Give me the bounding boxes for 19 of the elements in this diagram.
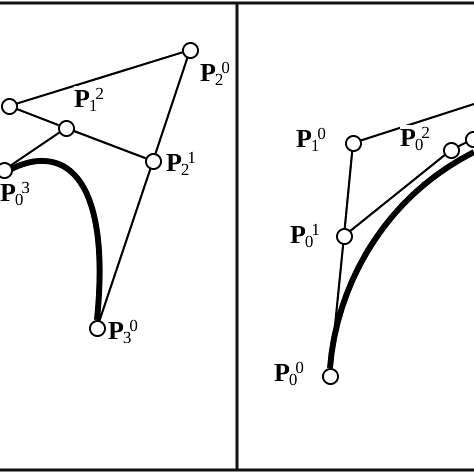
control-point <box>0 162 12 178</box>
control-point <box>442 142 460 158</box>
control-polygon-line <box>98 168 152 321</box>
control-point <box>58 120 74 136</box>
control-point <box>182 42 198 58</box>
control-point <box>144 152 162 170</box>
control-polygon-line <box>73 130 146 160</box>
control-polygon-line <box>360 102 474 142</box>
control-polygon-line <box>16 108 59 126</box>
control-polygon-line <box>16 51 183 105</box>
control-point <box>344 134 362 152</box>
control-point <box>322 368 338 384</box>
control-point <box>0 98 18 114</box>
control-polygon-line <box>350 154 446 232</box>
control-polygon-line <box>344 150 354 228</box>
control-point <box>88 320 106 336</box>
control-polygon-line <box>10 132 60 166</box>
control-polygon-line <box>154 57 189 154</box>
control-point <box>336 228 352 244</box>
